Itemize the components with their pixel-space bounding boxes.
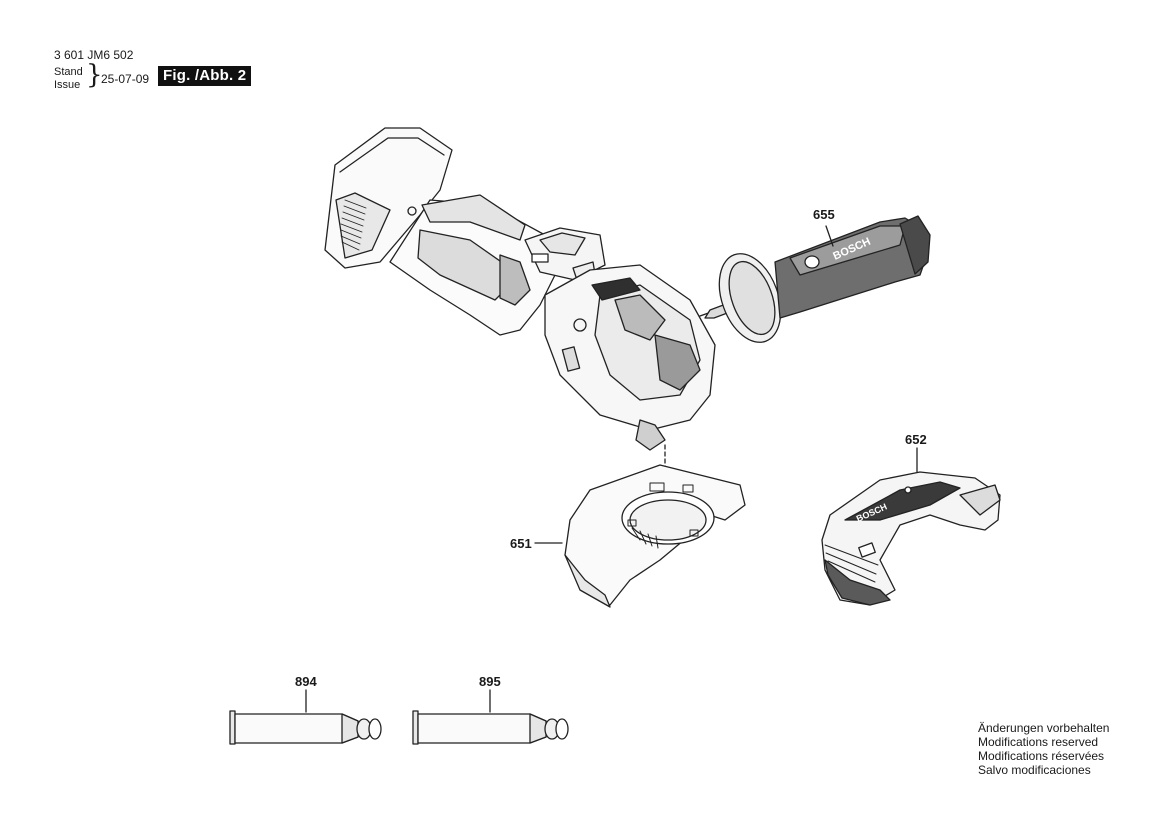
note-es: Salvo modificaciones (978, 763, 1091, 777)
callout-652: 652 (905, 432, 927, 447)
angle-grinder-illustration (324, 127, 716, 529)
stand-issue-labels: Stand Issue (54, 66, 83, 92)
callout-894: 894 (295, 674, 317, 689)
stand-label: Stand (54, 66, 83, 78)
callout-651: 651 (510, 536, 532, 551)
callout-895: 895 (479, 674, 501, 689)
issue-date: 25-07-09 (101, 72, 150, 86)
grease-tube-895 (412, 689, 569, 745)
guard-652: BOSCH (821, 447, 1001, 606)
brace-glyph: } (86, 60, 103, 90)
part-number: 3 601 JM6 502 (54, 48, 134, 62)
callout-655: 655 (813, 207, 835, 222)
issue-label: Issue (54, 79, 81, 91)
modification-notes: Änderungen vorbehalten Modifications res… (978, 721, 1109, 777)
side-handle-655: BOSCH (699, 215, 931, 343)
note-en: Modifications reserved (978, 735, 1099, 749)
note-de: Änderungen vorbehalten (978, 721, 1110, 735)
figure-label: Fig. /Abb. 2 (158, 66, 252, 86)
note-fr: Modifications réservées (978, 749, 1105, 763)
guard-651 (534, 464, 746, 608)
grease-tube-894 (229, 689, 382, 745)
